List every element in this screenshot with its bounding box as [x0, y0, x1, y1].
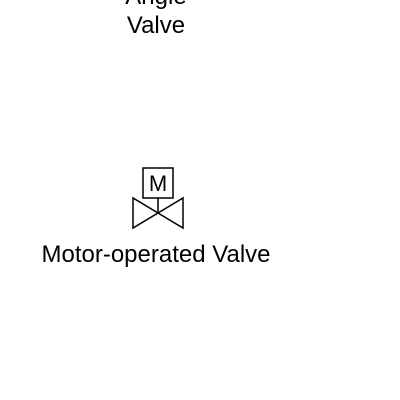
- motor-operated-valve-icon[interactable]: M: [131, 166, 185, 232]
- angle-valve-label[interactable]: Angle Valve: [125, 0, 186, 39]
- motor-operated-valve-label[interactable]: Motor-operated Valve: [41, 241, 271, 268]
- actuator-box: [142, 167, 174, 199]
- actuator-letter: M: [149, 171, 167, 196]
- valve-body-right: [156, 196, 184, 230]
- valve-body-left: [132, 196, 160, 230]
